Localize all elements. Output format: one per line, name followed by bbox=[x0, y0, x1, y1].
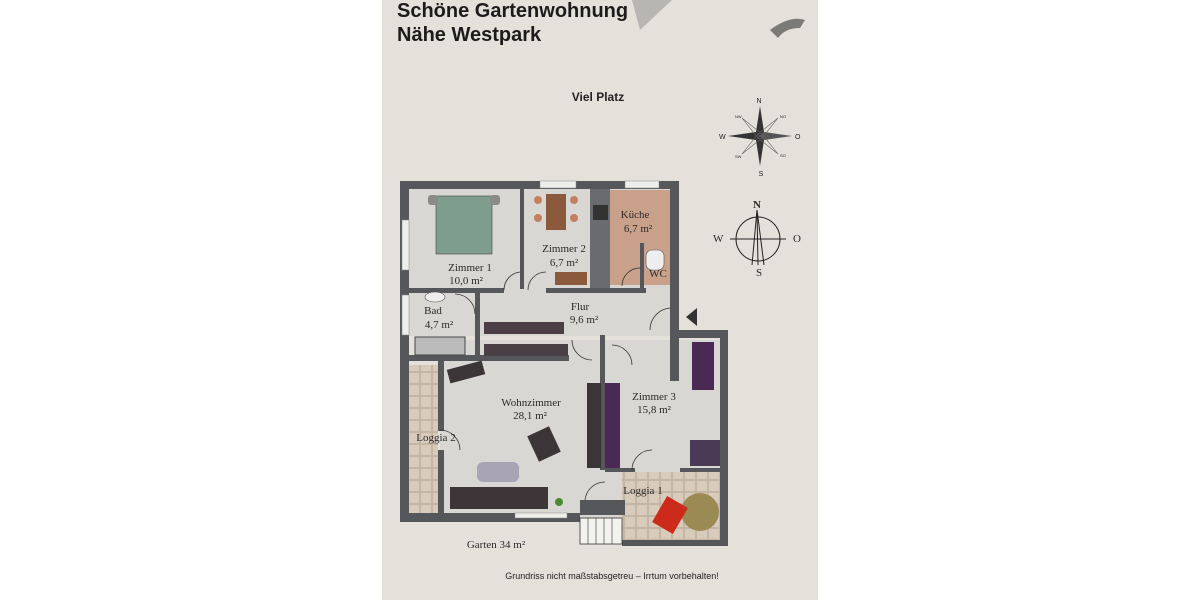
plant bbox=[555, 498, 563, 506]
lounge-chair bbox=[652, 496, 688, 534]
windows bbox=[401, 180, 660, 519]
doors bbox=[439, 267, 671, 501]
room-name: Bad bbox=[424, 305, 442, 317]
north-arrow-icon bbox=[730, 209, 786, 266]
room-name: Flur bbox=[571, 301, 590, 313]
room-name: Loggia 1 bbox=[623, 485, 662, 497]
rose-e: O bbox=[795, 134, 801, 141]
paper-fold bbox=[632, 0, 672, 30]
furniture bbox=[414, 194, 720, 545]
sink-icon bbox=[424, 291, 446, 303]
room-area: 9,6 m² bbox=[570, 314, 599, 326]
stairs bbox=[579, 517, 623, 545]
rose-nw: NW bbox=[735, 114, 742, 119]
rose-sw: SW bbox=[735, 154, 742, 159]
toilet-icon bbox=[645, 249, 665, 271]
sofa bbox=[450, 487, 548, 509]
room-area: 4,7 m² bbox=[425, 319, 454, 331]
compass-e: O bbox=[793, 233, 801, 245]
compass-w: W bbox=[713, 233, 724, 245]
compass-rose-icon bbox=[728, 106, 792, 166]
room-name: Wohnzimmer bbox=[501, 397, 561, 409]
title-line-2: Nähe Westpark bbox=[397, 24, 542, 46]
title-line-1: Schöne Gartenwohnung bbox=[397, 0, 629, 22]
room-area: 15,8 m² bbox=[637, 404, 672, 416]
single-bed bbox=[692, 342, 714, 390]
garden-label: Garten 34 m² bbox=[467, 539, 526, 551]
entrance-arrow-icon bbox=[686, 308, 697, 326]
rose-se: SO bbox=[780, 153, 786, 158]
loggia-2-floor bbox=[408, 365, 438, 515]
room-area: 6,7 m² bbox=[550, 257, 579, 269]
compass-s: S bbox=[756, 267, 762, 279]
subtitle: Viel Platz bbox=[572, 90, 624, 104]
rose-n: N bbox=[756, 98, 761, 105]
room-area: 28,1 m² bbox=[513, 410, 548, 422]
room-area: 6,7 m² bbox=[624, 223, 653, 235]
compass-n: N bbox=[753, 199, 761, 211]
room-name: Zimmer 2 bbox=[542, 243, 586, 255]
disclaimer: Grundriss nicht maßstabsgetreu – Irrtum … bbox=[505, 571, 719, 581]
bathtub bbox=[414, 336, 466, 356]
rose-w: W bbox=[719, 134, 726, 141]
room-name: Zimmer 1 bbox=[448, 262, 492, 274]
room-name: Küche bbox=[621, 209, 650, 221]
rose-ne: NO bbox=[780, 114, 786, 119]
dining-table bbox=[546, 194, 566, 230]
double-bed bbox=[435, 195, 493, 255]
room-area: 10,0 m² bbox=[449, 275, 484, 287]
garden-table bbox=[681, 493, 719, 531]
room-name: WC bbox=[649, 268, 667, 280]
rose-s: S bbox=[759, 171, 764, 178]
room-name: Zimmer 3 bbox=[632, 391, 676, 403]
room-name: Loggia 2 bbox=[416, 432, 455, 444]
pen-mark bbox=[770, 18, 805, 38]
